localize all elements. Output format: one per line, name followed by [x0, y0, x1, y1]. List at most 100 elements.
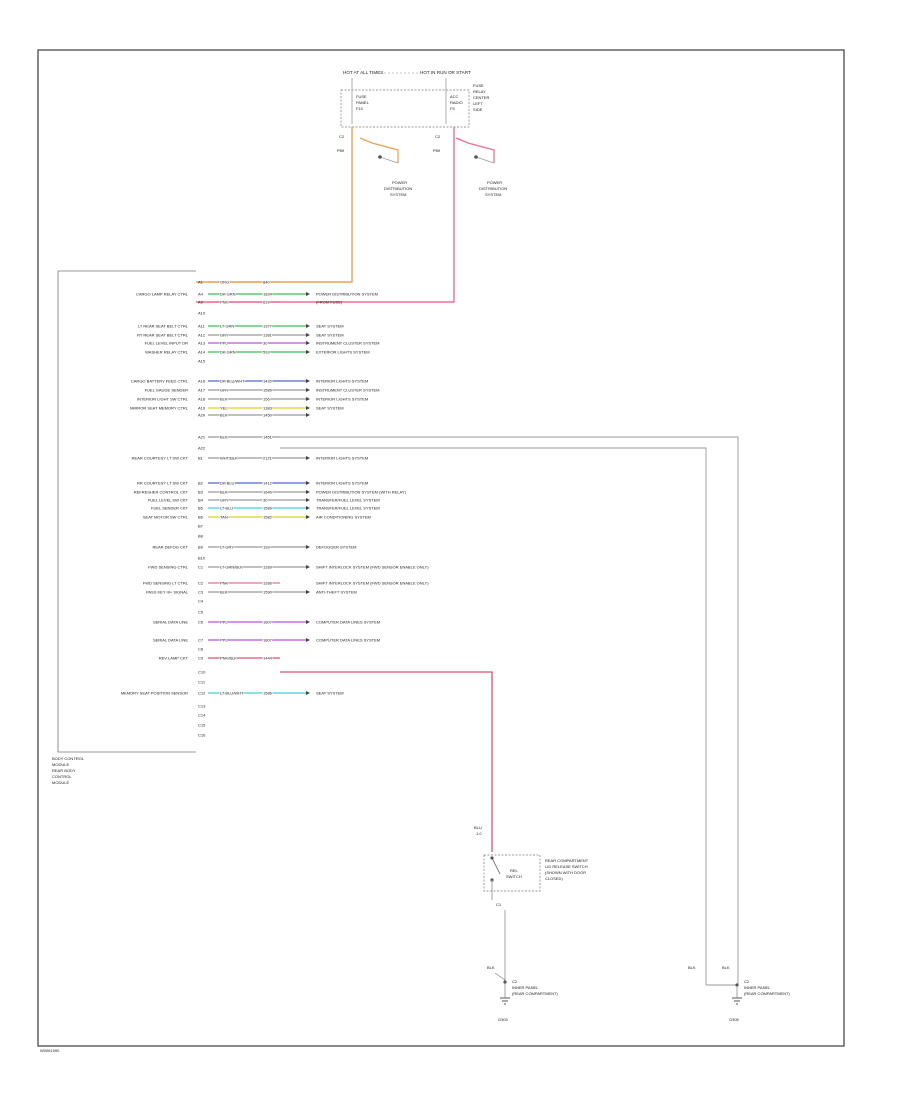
circuit-pin: A13 [198, 341, 206, 346]
circuit-label: SEAT MOTOR SW CTRL [143, 515, 189, 520]
circuit-pin: A21 [198, 435, 206, 440]
ground-right-wire-2: BLK [722, 965, 730, 970]
g303-id: G303 [498, 1017, 509, 1022]
fuse-note-1: FUSE [473, 83, 484, 88]
circuit-destination: SEAT SYSTEM [316, 691, 344, 696]
module-name-5: MODULE [52, 780, 69, 785]
circuit-destination: TRANSFER/FUEL LEVEL SYSTEM [316, 506, 380, 511]
circuit-destination: COMPUTER DATA LINES SYSTEM [316, 638, 380, 643]
circuit-pin: A19 [198, 406, 206, 411]
circuit-pin: B9 [198, 545, 204, 550]
circuit-pin: A12 [198, 333, 206, 338]
switch-note-4: CLOSED) [545, 876, 563, 881]
circuit-pin: A16 [198, 379, 206, 384]
circuit-pin: C8 [198, 647, 204, 652]
circuit-destination: SEAT SYSTEM [316, 333, 344, 338]
circuit-destination: INTERIOR LIGHTS SYSTEM [316, 481, 368, 486]
arrow-icon [306, 481, 310, 485]
ground-left-1: POWER [392, 180, 407, 185]
fuse-right-line-1: ACC [450, 94, 459, 99]
circuit-destination: POWER DISTRIBUTION SYSTEM [316, 292, 378, 297]
arrow-icon [306, 498, 310, 502]
circuit-label: FWD SENSING LT CTRL [143, 581, 189, 586]
circuit-pin: A18 [198, 397, 206, 402]
arrow-icon [306, 691, 310, 695]
circuit-code: 1377 [263, 324, 273, 329]
switch-inner-1: REL [510, 868, 519, 873]
arrow-icon [306, 638, 310, 642]
circuit-wire-color: PNK [220, 300, 229, 305]
wire-orange-feed [196, 127, 353, 283]
circuit-pin: C2 [198, 581, 204, 586]
circuit-wire-color: WHT/BLK [220, 456, 238, 461]
circuit-label: REV LAMP CKT [159, 656, 189, 661]
fuse-left-line-3: F10 [356, 106, 364, 111]
circuit-label: REAR COURTESY LT SW CKT [132, 456, 189, 461]
circuit-pin: A15 [198, 359, 206, 364]
circuit-pin: A17 [198, 388, 206, 393]
g305-id: G305 [729, 1017, 740, 1022]
circuit-destination: INSTRUMENT CLUSTER SYSTEM [316, 341, 380, 346]
circuit-pin: A10 [198, 311, 206, 316]
circuit-destination: (FROM FUSE) [316, 300, 343, 305]
arrow-icon [306, 324, 310, 328]
ground-g303: BLK C2 INNER PANEL (REAR COMPARTMENT) G3… [487, 965, 559, 1022]
circuit-label: LT REAR SEAT BELT CTRL [138, 324, 189, 329]
circuit-label: REFRESHER CONTROL CKT [134, 490, 189, 495]
circuit-destination: SHIFT INTERLOCK SYSTEM (FWD SENSOR ENABL… [316, 581, 429, 586]
circuit-pin: C1 [198, 565, 204, 570]
circuit-wire-color: PNK [220, 581, 229, 586]
circuit-pin: B8 [198, 534, 204, 539]
circuit-label: FUEL GAUGE SENDER [145, 388, 189, 393]
diagram-border [37, 49, 845, 1047]
g303-label-3: (REAR COMPARTMENT) [512, 991, 559, 996]
fuse-note-5: SIDE [473, 107, 483, 112]
circuit-code: 1807 [263, 620, 273, 625]
circuit-wire-color: GRY [220, 388, 229, 393]
g305-label-3: (REAR COMPARTMENT) [744, 991, 791, 996]
circuit-code: 30 [263, 498, 268, 503]
wire-a21-ground [280, 447, 707, 985]
arrow-icon [306, 413, 310, 417]
circuit-pin: C9 [198, 656, 204, 661]
circuit-destination: SEAT SYSTEM [316, 324, 344, 329]
ground-left-2: DISTRIBUTION [384, 186, 412, 191]
pin-left-id: P89 [337, 148, 345, 153]
wire-rev-lamp [280, 671, 493, 852]
circuit-code: 1640 [263, 490, 273, 495]
circuit-pin: A4 [198, 292, 204, 297]
circuit-wire-color: PPL [220, 638, 228, 643]
circuit-destination: SEAT SYSTEM [316, 406, 344, 411]
circuit-code: 1451 [263, 435, 273, 440]
circuit-code: 593 [263, 350, 270, 355]
circuit-pin: C11 [198, 680, 206, 685]
circuit-label: RR COURTESY LT SW CKT [137, 481, 189, 486]
circuit-destination: AIR CONDITIONING SYSTEM [316, 515, 371, 520]
g303-label-2: INNER PANEL [512, 985, 539, 990]
fuse-right-line-3: F5 [450, 106, 455, 111]
circuit-pin: B2 [198, 481, 204, 486]
arrow-icon [306, 545, 310, 549]
circuit-label: FWD SENSING CTRL [148, 565, 189, 570]
switch-note-3: (SHOWN WITH DOOR [545, 870, 586, 875]
circuit-wire-color: GRY [220, 333, 229, 338]
circuit-code: 1590 [263, 590, 273, 595]
circuit-pin: C15 [198, 723, 206, 728]
pin-right-id: P89 [433, 148, 441, 153]
circuit-label: WASHER RELAY CTRL [145, 350, 189, 355]
circuit-wire-color: LT BLU [220, 506, 233, 511]
circuit-destination: INTERIOR LIGHTS SYSTEM [316, 456, 368, 461]
g305-label-1: C2 [744, 979, 750, 984]
circuit-destination: INTERIOR LIGHTS SYSTEM [316, 397, 368, 402]
circuit-label: SERIAL DATA LINE [153, 638, 188, 643]
ground-g305: BLK BLK C2 INNER PANEL (REAR COMPARTMENT… [688, 965, 791, 1022]
circuit-pin: B6 [198, 515, 204, 520]
circuit-destination: DEFOGGER SYSTEM [316, 545, 356, 550]
circuit-label: FUEL SENDER CKT [151, 506, 189, 511]
circuit-label: RT REAR SEAT BELT CTRL [137, 333, 189, 338]
circuit-pin: B1 [198, 456, 204, 461]
g303-label-1: C2 [512, 979, 518, 984]
arrow-icon [306, 341, 310, 345]
